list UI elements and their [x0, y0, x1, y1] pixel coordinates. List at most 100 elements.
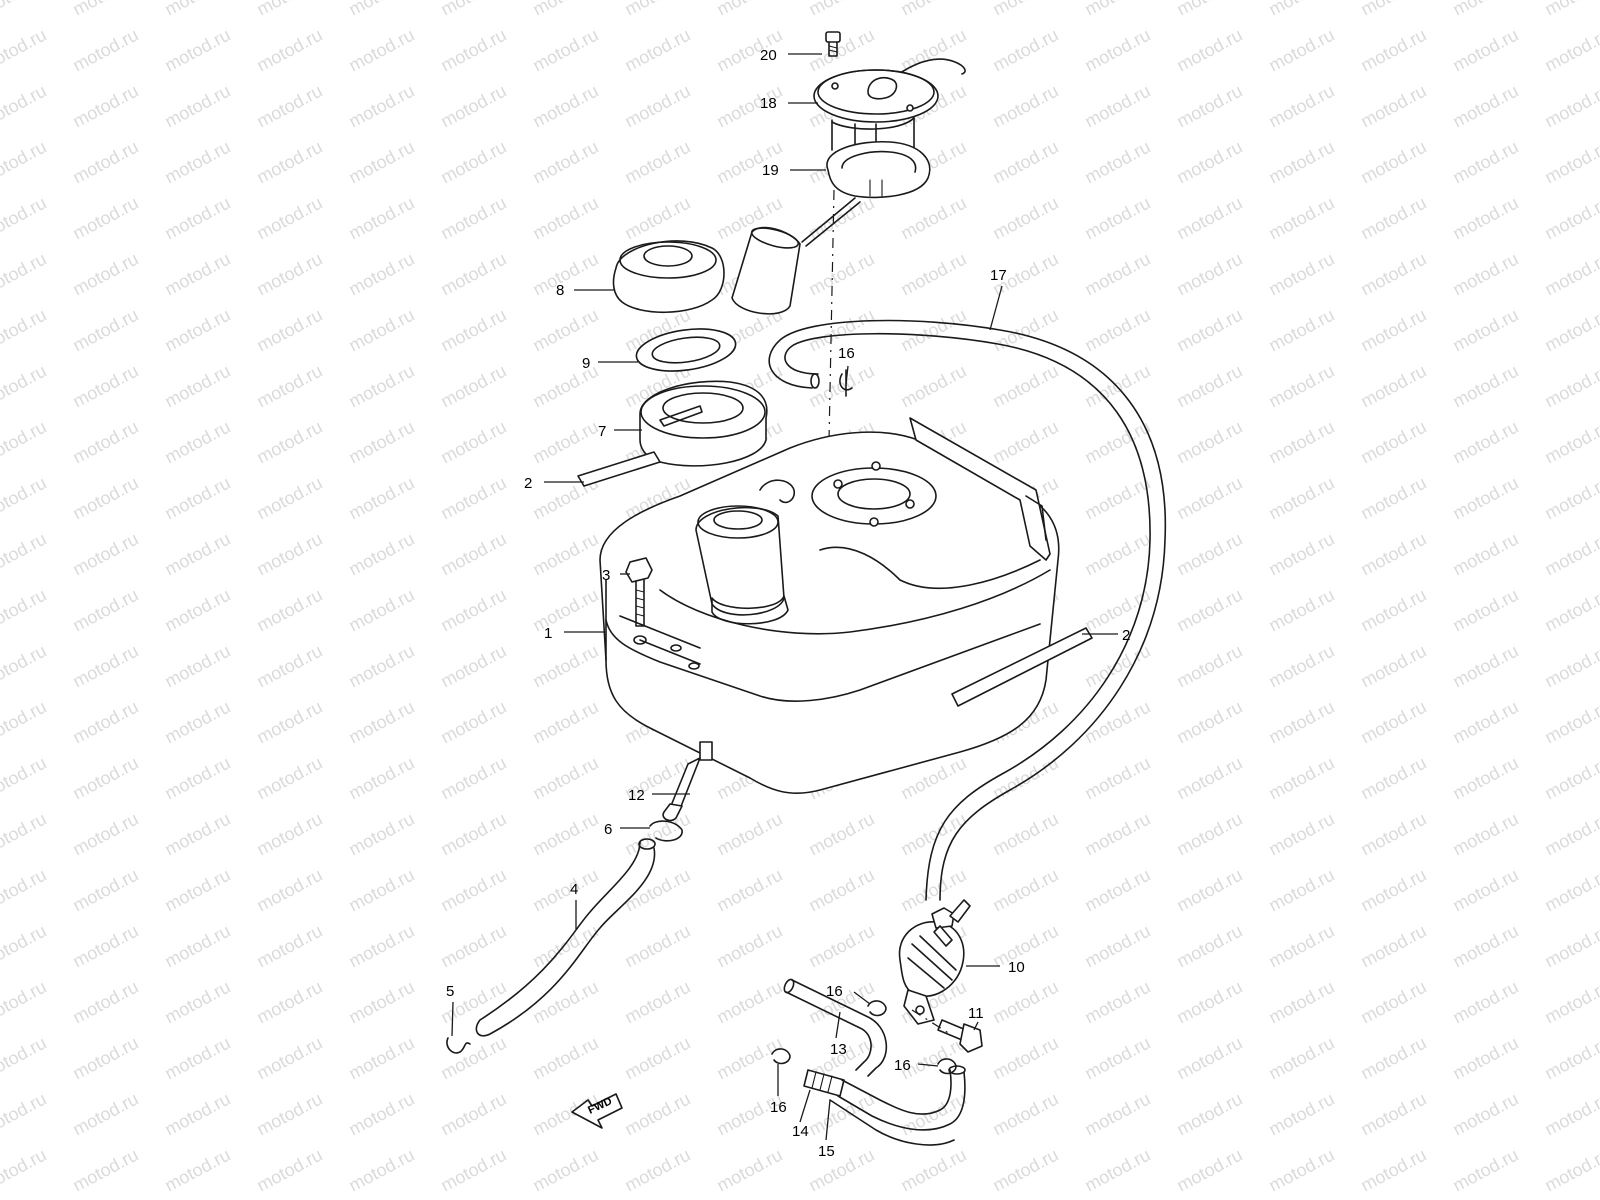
watermark-text: motod.ru	[805, 249, 877, 300]
watermark-text: motod.ru	[1449, 193, 1521, 244]
watermark-text: motod.ru	[345, 1145, 417, 1196]
watermark-text: motod.ru	[1541, 137, 1600, 188]
watermark-text: motod.ru	[345, 641, 417, 692]
watermark-text: motod.ru	[437, 249, 509, 300]
watermark-text: motod.ru	[529, 361, 601, 412]
watermark-text: motod.ru	[621, 921, 693, 972]
watermark-text: motod.ru	[345, 865, 417, 916]
watermark-text: motod.ru	[897, 249, 969, 300]
watermark-text: motod.ru	[1357, 921, 1429, 972]
callout-labels: 20 18 19 17 8 9 16 7 2 3 1 2 12 6 4 10 5…	[446, 47, 1130, 1160]
watermark-text: motod.ru	[161, 641, 233, 692]
watermark-text: motod.ru	[1081, 305, 1153, 356]
watermark-text: motod.ru	[1449, 361, 1521, 412]
watermark-text: motod.ru	[989, 417, 1061, 468]
watermark-text: motod.ru	[0, 305, 50, 356]
watermark-text: motod.ru	[1449, 1089, 1521, 1140]
watermark-text: motod.ru	[1081, 193, 1153, 244]
watermark-text: motod.ru	[1081, 25, 1153, 76]
watermark-text: motod.ru	[0, 0, 50, 20]
watermark-text: motod.ru	[1081, 865, 1153, 916]
callout-16-cock: 16	[826, 983, 843, 1000]
watermark-text: motod.ru	[69, 473, 141, 524]
watermark-text: motod.ru	[1173, 697, 1245, 748]
callout-15: 15	[818, 1143, 835, 1160]
watermark-text: motod.ru	[437, 81, 509, 132]
watermark-text: motod.ru	[345, 809, 417, 860]
watermark-text: motod.ru	[1173, 0, 1245, 20]
watermark-text: motod.ru	[1357, 529, 1429, 580]
watermark-text: motod.ru	[1541, 977, 1600, 1028]
watermark-text: motod.ru	[345, 305, 417, 356]
watermark-text: motod.ru	[1449, 1145, 1521, 1196]
watermark-text: motod.ru	[1081, 585, 1153, 636]
watermark-text: motod.ru	[1541, 0, 1600, 20]
watermark-text: motod.ru	[253, 585, 325, 636]
watermark-text: motod.ru	[345, 473, 417, 524]
watermark-text: motod.ru	[253, 361, 325, 412]
watermark-text: motod.ru	[1357, 305, 1429, 356]
watermark-text: motod.ru	[1265, 417, 1337, 468]
watermark-text: motod.ru	[621, 1145, 693, 1196]
watermark-text: motod.ru	[253, 809, 325, 860]
watermark-text: motod.ru	[253, 921, 325, 972]
watermark-text: motod.ru	[0, 1089, 50, 1140]
watermark-text: motod.ru	[621, 0, 693, 20]
part-11-bolt	[937, 1019, 983, 1053]
watermark-text: motod.ru	[437, 921, 509, 972]
part-2-strip-right	[951, 627, 1093, 707]
watermark-text: motod.ru	[437, 697, 509, 748]
watermark-text: motod.ru	[0, 417, 50, 468]
watermark-text: motod.ru	[1449, 641, 1521, 692]
part-19-gasket	[826, 140, 931, 199]
watermark-text: motod.ru	[161, 249, 233, 300]
watermark-text: motod.ru	[161, 417, 233, 468]
watermark-text: motod.ru	[345, 361, 417, 412]
watermark-text: motod.ru	[1265, 1033, 1337, 1084]
part-4-fuel-hose	[475, 838, 656, 1037]
watermark-text: motod.ru	[529, 1145, 601, 1196]
watermark-text: motod.ru	[1081, 137, 1153, 188]
watermark-text: motod.ru	[161, 809, 233, 860]
watermark-text: motod.ru	[69, 305, 141, 356]
watermark-text: motod.ru	[621, 25, 693, 76]
watermark-text: motod.ru	[161, 193, 233, 244]
assembly-axis	[827, 189, 835, 491]
watermark-text: motod.ru	[1541, 81, 1600, 132]
watermark-text: motod.ru	[437, 417, 509, 468]
watermark-text: motod.ru	[1265, 81, 1337, 132]
watermark-text: motod.ru	[253, 1033, 325, 1084]
watermark-text: motod.ru	[161, 865, 233, 916]
watermark-text: motod.ru	[1449, 585, 1521, 636]
watermark-text: motod.ru	[437, 473, 509, 524]
watermark-text: motod.ru	[437, 193, 509, 244]
watermark-text: motod.ru	[1173, 305, 1245, 356]
watermark-text: motod.ru	[1081, 1089, 1153, 1140]
watermark-text: motod.ru	[253, 137, 325, 188]
watermark-text: motod.ru	[253, 417, 325, 468]
watermark-text: motod.ru	[1173, 361, 1245, 412]
part-16-clip-cock	[867, 1000, 887, 1017]
watermark-text: motod.ru	[1357, 249, 1429, 300]
watermark-text: motod.ru	[1265, 361, 1337, 412]
callout-1: 1	[544, 625, 552, 642]
watermark-text: motod.ru	[69, 697, 141, 748]
watermark-text: motod.ru	[253, 753, 325, 804]
watermark-text: motod.ru	[1541, 921, 1600, 972]
watermark-text: motod.ru	[1541, 193, 1600, 244]
watermark-text: motod.ru	[1265, 473, 1337, 524]
watermark-text: motod.ru	[1081, 529, 1153, 580]
watermark-text: motod.ru	[1265, 641, 1337, 692]
watermark-text: motod.ru	[529, 977, 601, 1028]
watermark-text: motod.ru	[1265, 249, 1337, 300]
watermark-text: motod.ru	[345, 921, 417, 972]
watermark-text: motod.ru	[1357, 697, 1429, 748]
watermark-text: motod.ru	[529, 697, 601, 748]
watermark-text: motod.ru	[161, 977, 233, 1028]
callout-17: 17	[990, 267, 1007, 284]
watermark-text: motod.ru	[621, 137, 693, 188]
watermark-text: motod.ru	[1357, 753, 1429, 804]
watermark-text: motod.ru	[621, 1089, 693, 1140]
part-14-15-hoses	[803, 1065, 966, 1146]
watermark-text: motod.ru	[0, 585, 50, 636]
